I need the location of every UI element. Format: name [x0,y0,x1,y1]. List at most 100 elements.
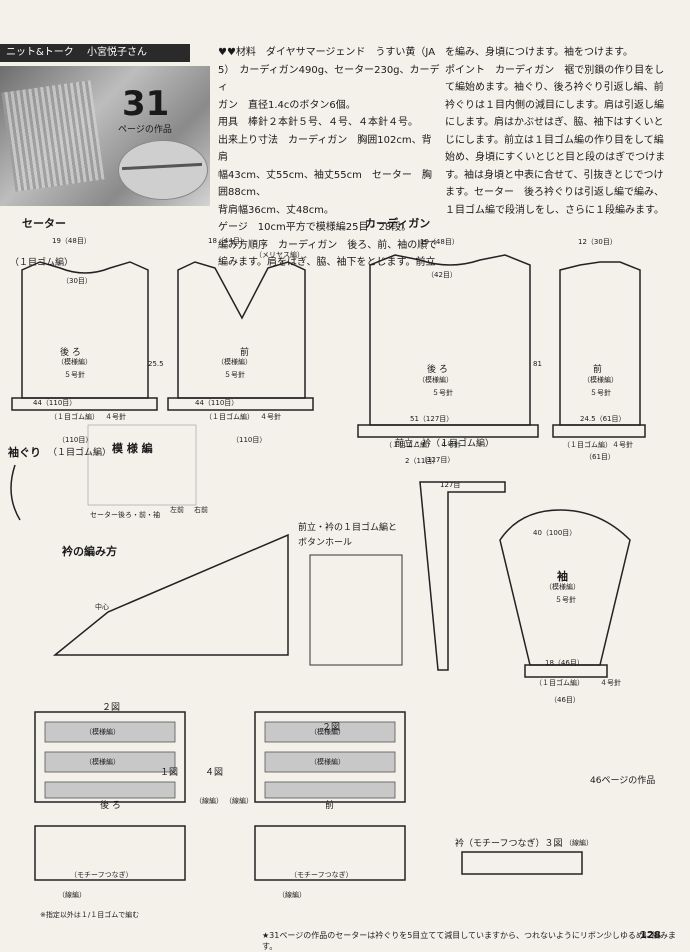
sleeve-pattern: （模様編） [545,583,580,591]
instruction-line: を編み、身頃につけます。袖をつけます。 [445,47,633,58]
instruction-line: 衿ぐりは１目内側の減目にします。肩は引返し編 [445,99,664,111]
sleeve-cuff-width: 18（46目） [545,659,584,667]
instruction-line: ます。セーター 後ろ衿ぐりは引返し編で編み、 [445,187,664,198]
sw-back-width2: （110目） [58,436,93,444]
sweater-back-shape [21,261,149,399]
instructions-right: を編み、身頃につけます。袖をつけます。 ポイント カーディガン 裾で別鎖の作り目… [445,44,675,219]
card-back-rib: （１目ゴム編） [385,441,434,449]
armhole-curve [10,464,21,521]
card-back-pattern: （模様編） [418,376,453,384]
collar-motif-strip [461,851,583,875]
instruction-line: て編始めます。袖ぐり、後ろ衿ぐり引返し編、前 [445,82,664,93]
sleeve-shape [499,509,631,666]
pattern-grid [87,424,197,506]
motif-strip-right [254,825,406,881]
arrow-note: ※指定以外は１/１目ゴムで編む [40,911,140,919]
instruction-line: 編み方順序 カーディガン 後ろ、前、袖の順で [218,239,438,251]
sleeve-needle4: ４号針 [600,679,621,687]
instruction-line: じにします。前立は１目ゴム編の作り目をして編 [445,134,664,146]
sweater-back-rib [11,397,158,411]
front-band-title: 前立・衿（１目ゴム編） [395,439,495,449]
motif-panel-left [34,711,186,803]
collar-center-label: 中心 [95,603,109,611]
sw-front-label: 前 [240,348,250,358]
sleeve-cuff2: （46目） [550,696,580,704]
work46-label: 46ページの作品 [590,776,656,786]
collar-line-stitch: （線編） [565,839,593,847]
instruction-line: 出来上り寸法 カーディガン 胸囲102cm、背肩 [218,134,432,164]
sw-back-rib-bottom: （１目ゴム編） [50,413,99,421]
motif-panel-right [254,711,406,803]
sw-front-stockinette: （メリヤス編） [255,251,304,259]
right-front-label: 右前 [194,506,208,514]
sw-back-width: 44（110目） [33,399,77,407]
category-label: ニット&トーク [6,47,74,58]
card-front-width: 24.5（61目） [580,415,626,423]
motif-join-left: （モチーフつなぎ） [70,871,133,879]
instruction-line: ポイント カーディガン 裾で別鎖の作り目をし [445,64,665,76]
card-front-top: 12（30目） [578,238,617,246]
sw-front-width: 44（110目） [195,399,239,407]
sweater-title: セーター [22,217,66,230]
front-band-shape [419,481,506,671]
cardigan-title: カーディガン [365,217,431,230]
card-front-label: 前 [593,365,603,375]
sw-front-rib-bottom: （１目ゴム編） [205,413,254,421]
instruction-line: す。袖は身頃と中表に合せて、引抜きとじでつけ [445,169,664,181]
line-stitch-2: （線編） [225,797,253,805]
card-back-neck: （42目） [427,271,457,279]
motif-back-label: 後 ろ [100,801,121,811]
card-back-label: 後 ろ [427,365,448,375]
designer-label: 小宮悦子さん [87,47,147,58]
line-stitch-3: （線編） [58,891,86,899]
sw-front-top: 18（44目） [208,237,247,245]
armhole-rib-label: （１目ゴム編） [48,448,112,458]
fig2-right: ２図 [322,723,341,733]
sw-back-label: 後 ろ [60,348,81,358]
instruction-line: 始め、身頃にすくいとじと目と段のはぎでつけま [445,152,666,163]
buttonhole-chart [309,554,403,666]
collar-chart [52,533,289,656]
sw-back-needle4: ４号針 [105,413,126,421]
sweater-front-rib [167,397,314,411]
motif-pattern-3: （模様編） [310,728,345,736]
pattern-number: 31 [122,84,170,124]
collar-method-title: 衿の編み方 [62,545,117,558]
cardigan-front-shape [559,261,641,426]
sw-length: 25.5 [148,360,164,368]
page-number: 128 [640,930,661,941]
sleeve-cuff [524,664,608,678]
motif-pattern-1: （模様編） [85,728,120,736]
yarn-sample [118,140,208,200]
instruction-line: 用具 棒針２本針５号、４号、４本針４号。 [218,117,418,128]
motif-join-right: （モチーフつなぎ） [290,871,353,879]
instruction-line: にします。肩はかぶせはぎ、脇、袖下はすくいと [445,117,664,128]
card-front-width2: （61目） [585,453,615,461]
card-back-needle: ５号針 [432,389,453,397]
motif-front-label: 前 [325,801,335,811]
buttonhole-title: ボタンホール [298,538,353,548]
instruction-line: 幅43cm、丈55cm、袖丈55cm セーター 胸囲88cm、 [218,169,432,199]
fig2-left: ２図 [102,703,121,713]
cardigan-front-rib [552,424,646,438]
sw-back-neck: （30目） [62,277,92,285]
armhole-title: 袖ぐり [8,446,41,459]
page-of-work: ページの作品 [118,125,172,135]
sw-back-needle: ５号針 [64,371,85,379]
sw-back-rib-label: （１目ゴム編） [10,258,74,268]
card-front-rib: （１目ゴム編） [563,441,612,449]
fig1-left: １図 [160,768,179,778]
instruction-line: 編みます。肩をはぎ、脇、袖下をとじます。前立 [218,257,436,268]
card-back-top: 19（48目） [420,238,459,246]
sleeve-width: 40（100目） [533,529,577,537]
card-back-width: 51（127目） [410,415,454,423]
instruction-line: ゲージ 10cm平方で模様編25目・28段。 [218,222,412,233]
front-band-button-title: 前立・衿の１目ゴム編と [298,523,398,533]
sleeve-needle: ５号針 [555,596,576,604]
card-front-needle4: ４号針 [612,441,633,449]
motif-strip-left [34,825,186,881]
card-front-needle: ５号針 [590,389,611,397]
band-width: 2（11目） [405,457,440,465]
line-stitch-1: （線編） [195,797,223,805]
